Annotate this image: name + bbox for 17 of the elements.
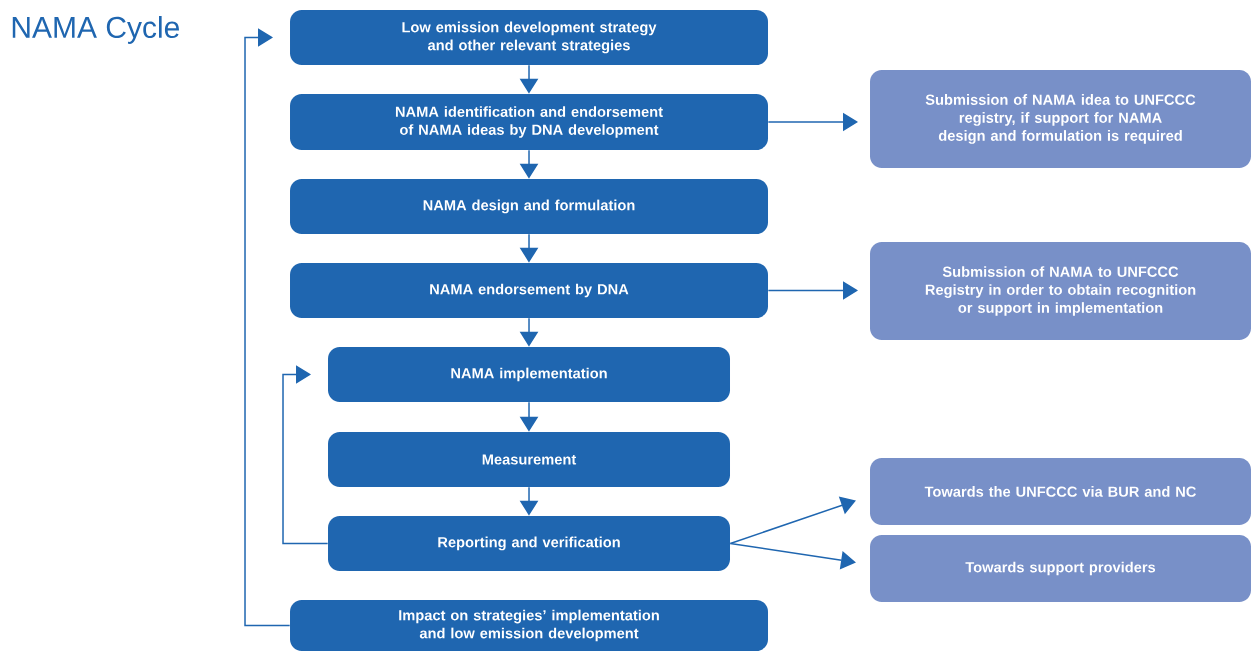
step-box: Reporting and verification xyxy=(328,516,730,571)
outcome-box: Submission of NAMA to UNFCCC Registry in order to obtain recognition or support in implementation xyxy=(870,242,1251,340)
outcome-box: Submission of NAMA idea to UNFCCC registry, if support for NAMA design and formulation is required xyxy=(870,70,1251,168)
step-box: NAMA implementation xyxy=(328,347,730,402)
outcome-box: Towards support providers xyxy=(870,535,1251,602)
step-box: Measurement xyxy=(328,432,730,487)
step-box: NAMA identification and endorsement of NAMA ideas by DNA development xyxy=(290,94,768,150)
outcome-box: Towards the UNFCCC via BUR and NC xyxy=(870,458,1251,525)
arrow xyxy=(767,281,858,300)
arrow xyxy=(282,365,329,545)
step-box: NAMA endorsement by DNA xyxy=(290,263,768,318)
step-box: Impact on strategies’ implementation and low emission development xyxy=(290,600,768,651)
arrow xyxy=(244,28,291,627)
step-box: Low emission development strategy and other relevant strategies xyxy=(290,10,768,65)
step-box: NAMA design and formulation xyxy=(290,179,768,234)
title: NAMA Cycle xyxy=(12,16,179,44)
arrow xyxy=(729,496,856,545)
